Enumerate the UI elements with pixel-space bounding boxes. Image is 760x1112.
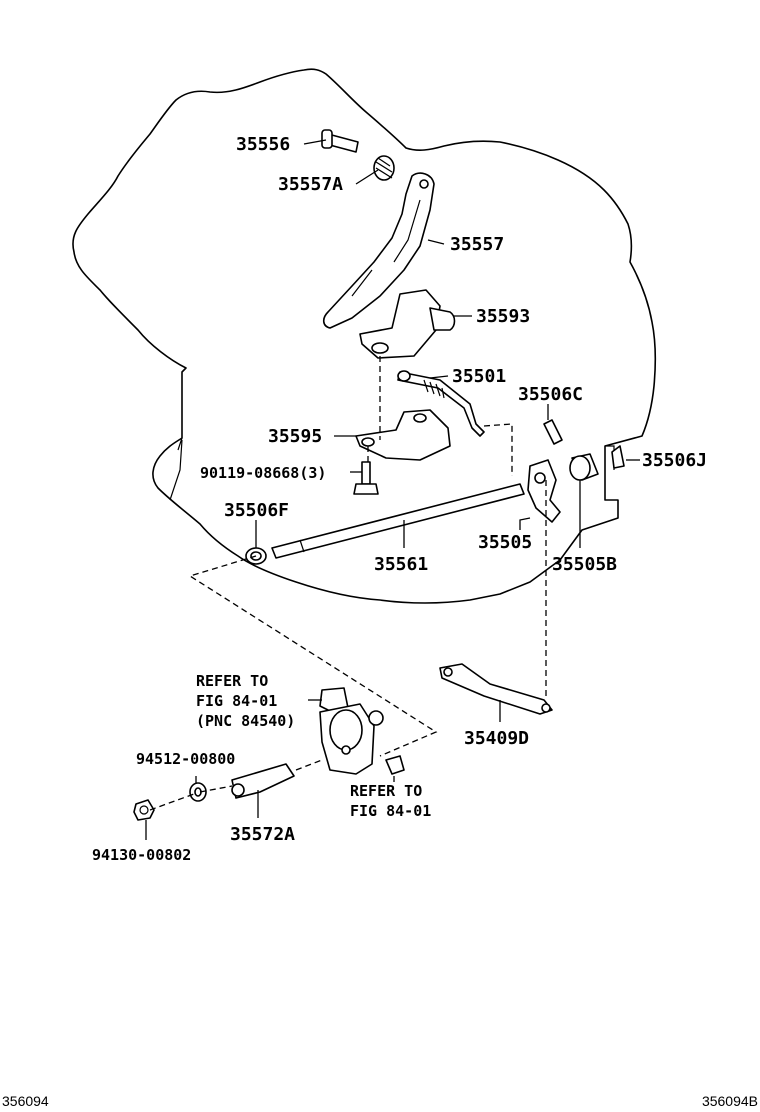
label-94130: 94130-00802 <box>92 846 191 864</box>
refer-note-2-line-2: FIG 84-01 <box>350 802 431 820</box>
label-90119: 90119-08668(3) <box>200 464 326 482</box>
label-35595: 35595 <box>268 426 322 447</box>
bolt-35556 <box>321 129 359 153</box>
dashed-line-rod <box>483 423 513 476</box>
label-35501: 35501 <box>452 366 506 387</box>
label-35557A: 35557A <box>278 174 343 195</box>
refer-note-1-line-3: (PNC 84540) <box>196 712 295 730</box>
label-35556: 35556 <box>236 134 290 155</box>
neutral-start-switch[interactable] <box>319 687 384 775</box>
label-35506J: 35506J <box>642 450 707 471</box>
bolt-90119 <box>353 461 379 495</box>
clip-35506J <box>611 445 625 469</box>
switch-bolt <box>385 755 405 775</box>
nut-94130 <box>133 799 155 821</box>
label-35505B: 35505B <box>552 554 617 575</box>
label-35506C: 35506C <box>518 384 583 405</box>
label-35572A: 35572A <box>230 824 295 845</box>
label-35505: 35505 <box>478 532 532 553</box>
refer-note-2-line-1: REFER TO <box>350 782 422 800</box>
bracket-35595[interactable] <box>355 409 451 461</box>
leader-lines <box>145 139 640 840</box>
rod-35501[interactable] <box>397 370 485 437</box>
washer-94512 <box>189 782 207 802</box>
link-35409D[interactable] <box>439 663 553 715</box>
pin-35506C <box>543 419 563 445</box>
transmission-case-outline <box>72 68 657 604</box>
bracket-35593[interactable] <box>359 289 456 359</box>
lever-35572A[interactable] <box>231 763 295 799</box>
dashed-line-switch-shaft <box>149 759 323 811</box>
label-94512: 94512-00800 <box>136 750 235 768</box>
plate-35557[interactable] <box>322 172 435 329</box>
dashed-line-box <box>188 555 438 757</box>
refer-note-1-line-1: REFER TO <box>196 672 268 690</box>
shaft-35561[interactable] <box>271 483 525 559</box>
refer-note-1-line-2: FIG 84-01 <box>196 692 277 710</box>
bushing-35505B[interactable] <box>569 453 599 481</box>
label-35561: 35561 <box>374 554 428 575</box>
label-35506F: 35506F <box>224 500 289 521</box>
spring-35557A <box>373 155 395 181</box>
label-35593: 35593 <box>476 306 530 327</box>
plate-35557-hole <box>419 179 429 189</box>
plate-35557-slot <box>351 199 421 297</box>
label-35409D: 35409D <box>464 728 529 749</box>
label-35557: 35557 <box>450 234 504 255</box>
footer-code-right: 356094B <box>702 1093 758 1109</box>
footer-code-left: 356094 <box>2 1093 49 1109</box>
lever-35505[interactable] <box>527 459 561 523</box>
